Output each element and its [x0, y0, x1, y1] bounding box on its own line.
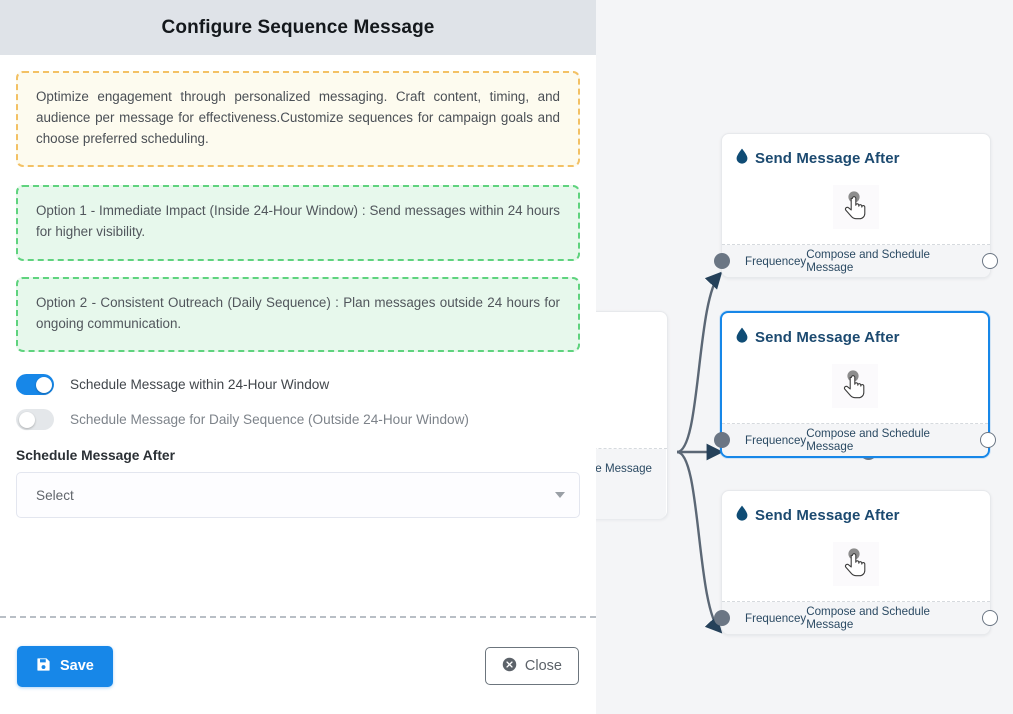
info-note-option-1: Option 1 - Immediate Impact (Inside 24-H…: [16, 185, 580, 261]
node-footer: Frequencey Compose and Schedule Message: [714, 245, 998, 277]
upstream-node[interactable]: ce Message: [596, 311, 668, 519]
panel-header: Configure Sequence Message: [0, 0, 596, 55]
pointing-hand-cursor-icon: [833, 541, 879, 586]
configure-sequence-panel: Configure Sequence Message Optimize enga…: [0, 0, 596, 714]
circle-x-icon: [502, 657, 517, 676]
edge-to-node-3: [676, 450, 723, 634]
node-divider: [596, 448, 667, 449]
page-title: Configure Sequence Message: [161, 16, 435, 38]
toggle-row-daily-sequence[interactable]: Schedule Message for Daily Sequence (Out…: [16, 409, 580, 431]
panel-footer: Save Close: [0, 616, 596, 714]
node-header: Send Message After: [722, 134, 990, 169]
node-body: [722, 169, 990, 245]
node-input-handle[interactable]: [714, 432, 730, 448]
flow-node-send-message-after-1[interactable]: Send Message After Frequencey Compose an…: [714, 133, 998, 278]
toggle-label-daily-sequence: Schedule Message for Daily Sequence (Out…: [70, 412, 469, 428]
node-foot-left-label: Frequencey: [745, 611, 807, 625]
node-footer: Frequencey Compose and Schedule Message: [714, 424, 996, 456]
toggle-knob: [18, 411, 35, 428]
save-button-label: Save: [60, 658, 94, 674]
water-drop-icon: [736, 148, 748, 169]
node-footer: Frequencey Compose and Schedule Message: [714, 602, 998, 634]
node-output-handle[interactable]: [980, 432, 996, 448]
node-foot-right-label: Compose and Schedule Message: [806, 427, 930, 453]
node-body: [722, 526, 990, 602]
info-note-overview: Optimize engagement through personalized…: [16, 71, 580, 168]
select-value: Select: [36, 487, 74, 503]
info-note-option-2: Option 2 - Consistent Outreach (Daily Se…: [16, 276, 580, 353]
floppy-disk-icon: [36, 657, 51, 676]
water-drop-icon: [736, 505, 748, 526]
node-header: Send Message After: [722, 491, 990, 526]
node-title: Send Message After: [755, 329, 900, 346]
toggle-row-within-24h[interactable]: Schedule Message within 24-Hour Window: [16, 374, 580, 396]
flow-node-send-message-after-3[interactable]: Send Message After Frequencey Compose an…: [714, 490, 998, 635]
close-button[interactable]: Close: [484, 647, 579, 685]
edge-to-node-1: [676, 271, 723, 454]
node-title: Send Message After: [755, 150, 900, 167]
node-foot-right-label: Compose and Schedule Message: [806, 248, 930, 274]
flow-node-send-message-after-2[interactable]: Send Message After Frequencey Compose an…: [714, 311, 996, 458]
panel-body: Optimize engagement through personalized…: [0, 55, 596, 616]
node-output-handle[interactable]: [982, 253, 998, 269]
node-foot-left-label: Frequencey: [745, 254, 807, 268]
pointing-hand-cursor-icon: [832, 363, 878, 408]
schedule-message-after-label: Schedule Message After: [16, 448, 175, 464]
node-body: [722, 348, 988, 424]
toggle-switch-daily-sequence[interactable]: [16, 409, 54, 431]
water-drop-icon: [736, 327, 748, 348]
edge-layer: [676, 271, 724, 634]
node-output-handle[interactable]: [982, 610, 998, 626]
chevron-down-icon: [555, 492, 565, 499]
upstream-node-foot-label: ce Message: [596, 462, 652, 475]
toggle-label-within-24h: Schedule Message within 24-Hour Window: [70, 377, 330, 393]
node-input-handle[interactable]: [714, 610, 730, 626]
toggle-switch-within-24h[interactable]: [16, 374, 54, 396]
node-foot-right-label: Compose and Schedule Message: [806, 605, 930, 631]
close-button-label: Close: [524, 658, 562, 674]
upstream-node-footer: ce Message: [596, 449, 666, 519]
node-foot-left-label: Frequencey: [745, 433, 807, 447]
pointing-hand-cursor-icon: [833, 184, 879, 229]
save-button[interactable]: Save: [17, 645, 113, 687]
node-header: Send Message After: [722, 313, 988, 348]
flow-canvas[interactable]: ce Message Send Message After: [596, 0, 1013, 714]
node-input-handle[interactable]: [714, 253, 730, 269]
toggle-knob: [35, 376, 52, 393]
schedule-message-after-select[interactable]: Select: [16, 472, 580, 519]
node-title: Send Message After: [755, 507, 900, 524]
